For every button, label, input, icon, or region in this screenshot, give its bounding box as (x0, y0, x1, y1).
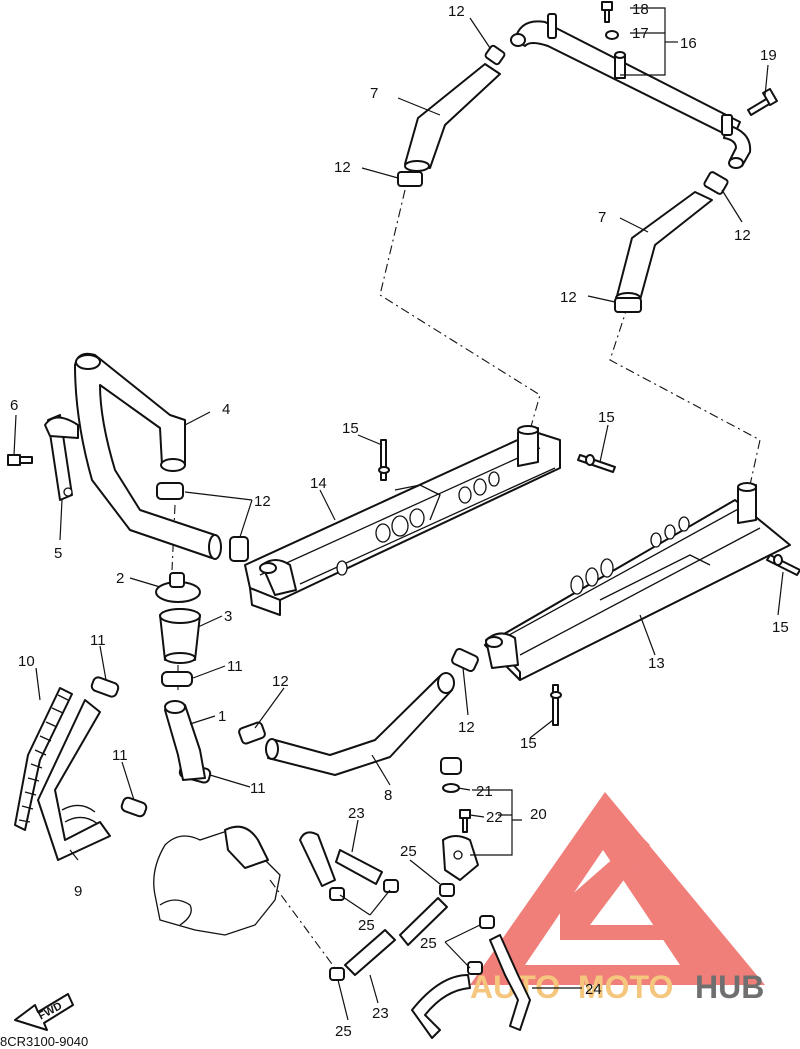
rivet-15-c (766, 554, 800, 576)
hose-24 (411, 934, 531, 1039)
callout-13: 13 (648, 655, 665, 672)
pipe-4 (74, 352, 222, 560)
hose-23-lower (344, 897, 448, 976)
screw-22 (459, 809, 471, 833)
callout-10: 10 (18, 653, 35, 670)
callout-12: 12 (560, 289, 577, 306)
callout-15: 15 (520, 735, 537, 752)
callout-11: 11 (112, 747, 128, 764)
callout-25: 25 (335, 1023, 352, 1040)
callout-2: 2 (116, 570, 124, 587)
hose-1 (164, 700, 206, 781)
callout-12: 12 (448, 3, 465, 20)
hose-7-left (404, 63, 501, 172)
leader-lines (13, 7, 784, 1021)
clamp-12-f (229, 536, 249, 562)
hose-23-upper (299, 831, 383, 887)
clamp-25-d (479, 915, 495, 929)
callout-12: 12 (254, 493, 271, 510)
hose-8 (265, 672, 455, 776)
callout-1: 1 (218, 708, 226, 725)
hose-9 (37, 699, 111, 861)
clamp-12-c (703, 171, 729, 195)
clamp-12-b (397, 171, 423, 187)
callout-9: 9 (74, 883, 82, 900)
callout-20: 20 (530, 806, 547, 823)
callout-4: 4 (222, 401, 230, 418)
callout-15: 15 (772, 619, 789, 636)
watermark-text-hub: HUB (695, 969, 764, 1005)
clamp-11-a (161, 671, 193, 687)
callout-11: 11 (227, 658, 243, 675)
clamp-11-d (120, 796, 148, 818)
engine-housing (153, 825, 281, 936)
bolt-18 (601, 1, 613, 23)
crossover-pipe-16 (510, 13, 752, 169)
clamp-25-e (467, 961, 483, 975)
rivet-15-b (577, 454, 616, 473)
bolt-19 (747, 87, 778, 116)
callout-7: 7 (370, 85, 378, 102)
callout-18: 18 (632, 1, 649, 18)
callout-14: 14 (310, 475, 327, 492)
fwd-arrow-icon (14, 993, 74, 1031)
callout-3: 3 (224, 608, 232, 625)
callout-8: 8 (384, 787, 392, 804)
thermostat-cap-2 (155, 572, 201, 603)
valve-body-20 (442, 835, 479, 881)
rivet-15-a (378, 439, 390, 481)
callout-15: 15 (342, 420, 359, 437)
hose-10 (14, 687, 73, 831)
thermostat-housing-3 (159, 608, 201, 664)
callout-24: 24 (585, 981, 602, 998)
clamp-12-g (451, 647, 479, 673)
callout-17: 17 (632, 25, 649, 42)
callout-25: 25 (400, 843, 417, 860)
callout-25: 25 (420, 935, 437, 952)
clamp-12-e (156, 482, 184, 500)
clamp-12-a (484, 44, 506, 66)
watermark-triangle-icon (470, 792, 765, 985)
callout-19: 19 (760, 47, 777, 64)
callout-21: 21 (476, 783, 493, 800)
radiator-13 (484, 482, 791, 681)
hose-7-right (615, 191, 713, 304)
callout-5: 5 (54, 545, 62, 562)
washer-17 (605, 30, 619, 40)
callout-12: 12 (734, 227, 751, 244)
callout-7: 7 (598, 209, 606, 226)
clamp-11-b (90, 676, 120, 698)
clamp-25-c (439, 883, 455, 897)
rivet-15-d (550, 684, 562, 726)
callout-labels: 12 7 12 18 17 16 19 7 12 12 4 6 5 12 2 3… (10, 1, 789, 1040)
callout-6: 6 (10, 397, 18, 414)
callout-11: 11 (90, 632, 106, 649)
o-ring-21 (442, 783, 460, 793)
callout-16: 16 (680, 35, 697, 52)
clamp-25-a (329, 887, 345, 901)
callout-12: 12 (334, 159, 351, 176)
callout-23: 23 (348, 805, 365, 822)
clamp-12-d (614, 297, 642, 313)
clamp-25-b (383, 879, 399, 893)
clamp-25-f (329, 967, 345, 981)
diagram-code: 8CR3100-9040 (0, 1034, 88, 1049)
callout-11: 11 (250, 780, 266, 797)
watermark-zigzag-icon (560, 835, 700, 940)
callout-12: 12 (458, 719, 475, 736)
callout-23: 23 (372, 1005, 389, 1022)
valve-cap-21 (440, 757, 462, 775)
bolt-6 (7, 454, 33, 466)
radiator-14 (244, 425, 561, 616)
bracket-5 (44, 414, 79, 501)
callout-12: 12 (272, 673, 289, 690)
clamp-12-h (238, 721, 266, 745)
watermark-text-moto: MOTO (578, 969, 673, 1005)
callout-25: 25 (358, 917, 375, 934)
callout-15: 15 (598, 409, 615, 426)
callout-22: 22 (486, 809, 503, 826)
